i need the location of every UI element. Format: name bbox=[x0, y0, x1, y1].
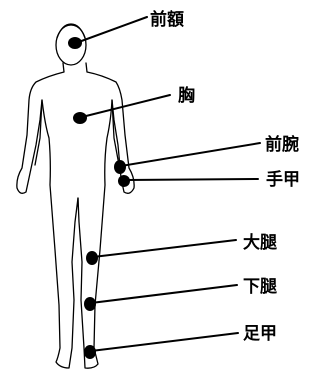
forearm-label: 前腕 bbox=[265, 134, 299, 155]
lower-leg-leader-line bbox=[91, 285, 237, 303]
leader-lines bbox=[76, 17, 260, 351]
lower-leg-marker bbox=[84, 297, 96, 311]
forearm-leader-line bbox=[121, 143, 260, 166]
body-site-markers bbox=[68, 37, 130, 359]
instep-leader-line bbox=[91, 333, 238, 351]
instep-label: 足甲 bbox=[243, 324, 277, 344]
human-figure-outline bbox=[17, 24, 134, 368]
thigh-label: 大腿 bbox=[243, 232, 277, 253]
back-of-hand-leader-line bbox=[125, 179, 258, 180]
thigh-leader-line bbox=[93, 240, 236, 257]
chest-leader-line bbox=[82, 95, 170, 117]
thigh-marker bbox=[86, 251, 98, 265]
back-of-hand-marker bbox=[118, 175, 130, 187]
forearm-marker bbox=[114, 160, 126, 174]
chest-label: 胸 bbox=[178, 85, 195, 106]
forehead-label: 前額 bbox=[150, 9, 184, 30]
lower-leg-label: 下腿 bbox=[243, 277, 277, 297]
forehead-leader-line bbox=[76, 17, 147, 43]
instep-marker bbox=[84, 345, 96, 359]
hair-outline bbox=[57, 24, 85, 38]
chest-marker bbox=[73, 112, 87, 124]
back-of-hand-label: 手甲 bbox=[266, 169, 300, 190]
